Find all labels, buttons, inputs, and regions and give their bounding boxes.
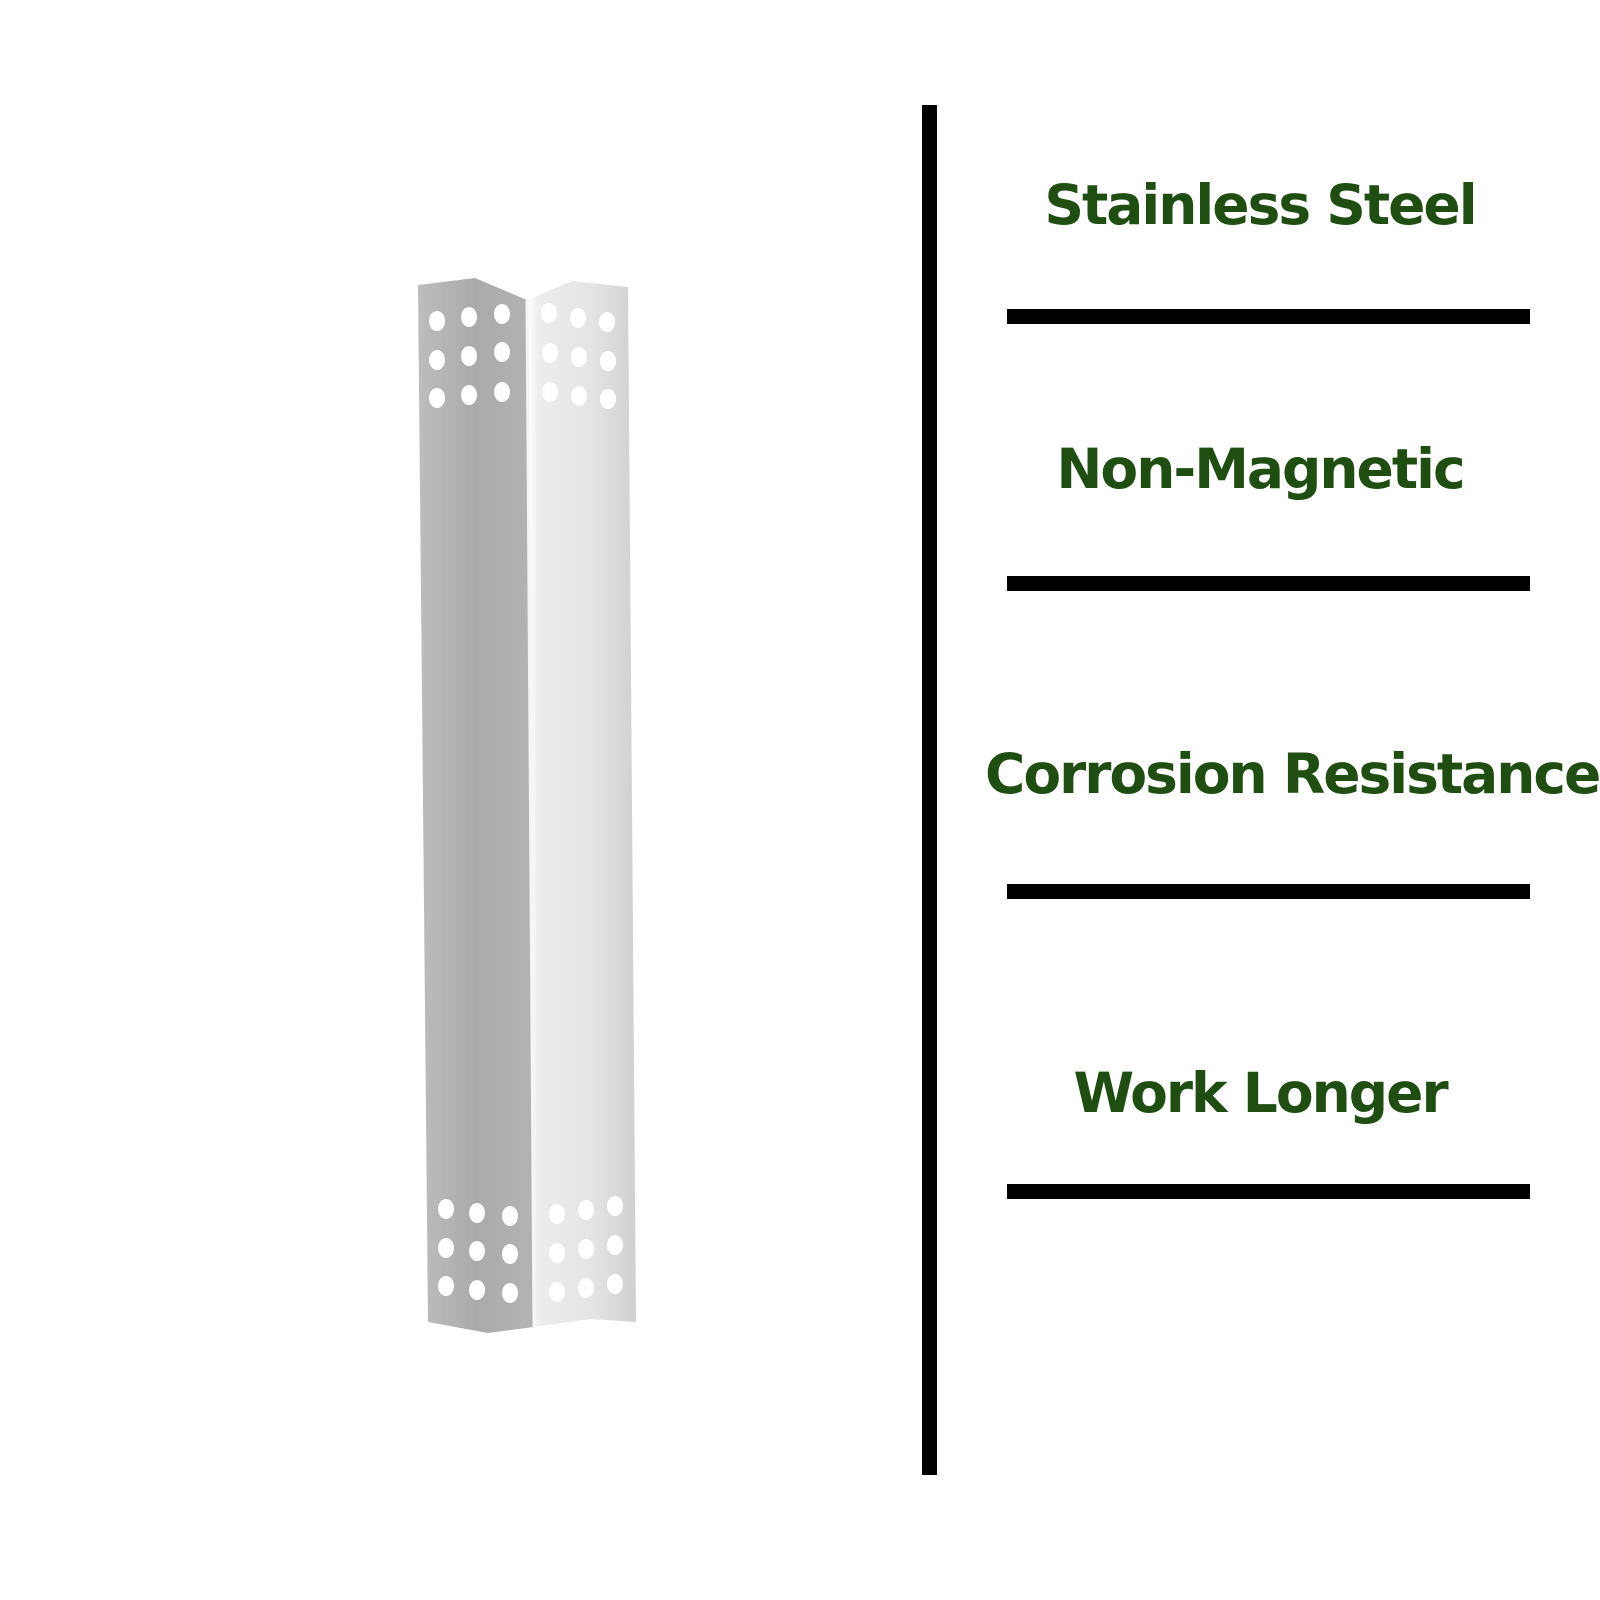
plate-right-face [527,281,636,1327]
vent-holes-bottom-right [549,1196,623,1302]
feature-divider [1007,309,1530,324]
feature-divider [1007,576,1530,591]
feature-label-non-magnetic: Non-Magnetic [1056,437,1465,501]
feature-divider [1007,884,1530,899]
vent-holes-bottom-left [438,1199,518,1303]
plate-left-face [418,278,534,1333]
feature-label-work-longer: Work Longer [1073,1061,1448,1125]
feature-label-corrosion-resistance: Corrosion Resistance [985,742,1600,806]
vent-holes-top-left [429,304,510,408]
feature-divider [1007,1184,1530,1199]
vertical-divider [922,105,937,1475]
vent-holes-top-right [541,303,616,409]
feature-label-stainless-steel: Stainless Steel [1044,173,1477,237]
heat-plate-icon [418,278,636,1333]
